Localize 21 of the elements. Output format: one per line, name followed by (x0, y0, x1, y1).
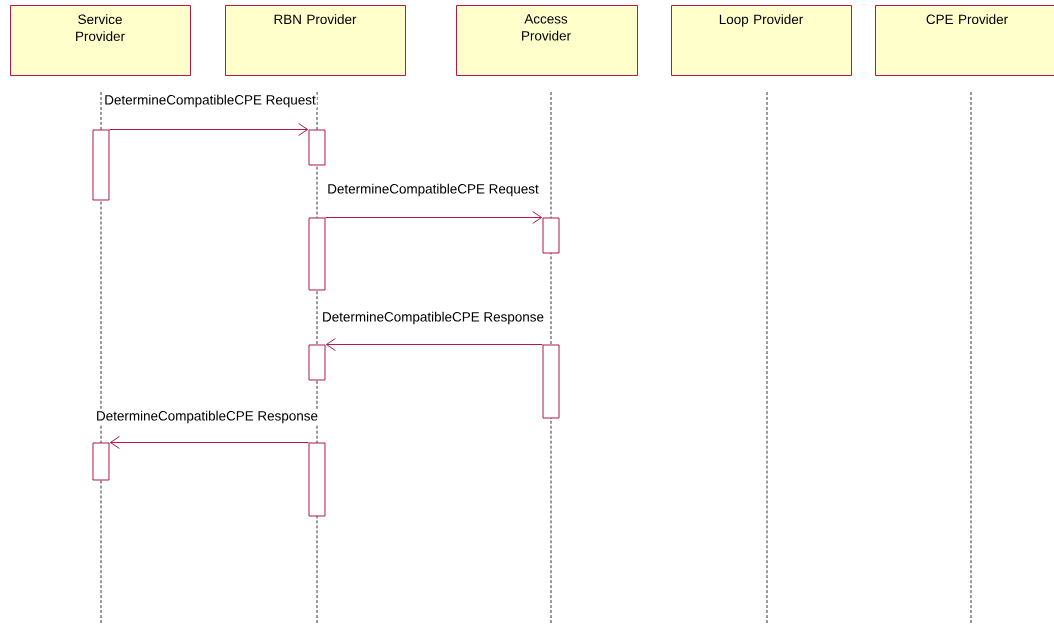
activation-bar (308, 344, 326, 381)
activation-bar (92, 442, 110, 481)
message-label: DetermineCompatibleCPE Request (103, 93, 317, 109)
lifeline-header-box: Loop Provider (671, 5, 852, 76)
lifeline-header-box: Access Provider (456, 5, 638, 76)
lifeline-header-box: RBN Provider (225, 5, 406, 76)
message-arrow (325, 211, 543, 224)
activation-bar (308, 442, 326, 517)
message-arrow (109, 436, 309, 449)
activation-bar (308, 129, 326, 166)
lifeline-header-box: CPE Provider (875, 5, 1054, 76)
message-arrow (109, 123, 309, 136)
activation-bar (542, 217, 560, 254)
message-label: DetermineCompatibleCPE Response (321, 310, 545, 326)
message-label: DetermineCompatibleCPE Response (95, 409, 319, 425)
message-label: DetermineCompatibleCPE Request (326, 182, 540, 198)
activation-bar (92, 129, 110, 201)
activation-bar (308, 217, 326, 291)
lifeline-header-box: Service Provider (10, 5, 191, 76)
message-arrow (325, 338, 543, 351)
activation-bar (542, 344, 560, 419)
